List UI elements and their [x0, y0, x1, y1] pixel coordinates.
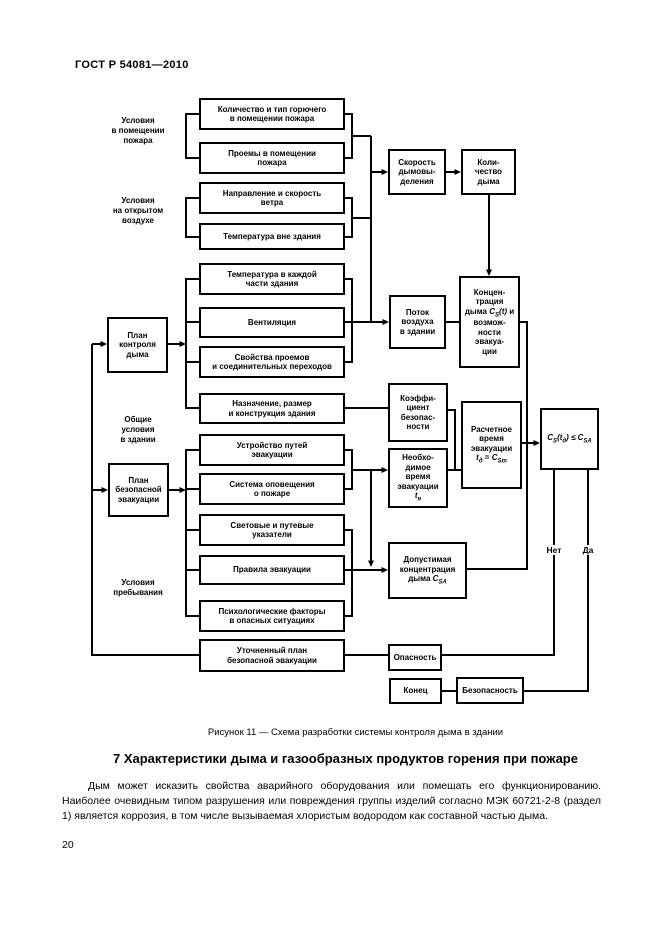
box-escape-routes: Устройство путей эвакуации	[199, 434, 345, 466]
box-smoke-concentration: Концен- трация дыма CS(t) и возмож- ност…	[459, 276, 520, 368]
box-refined-plan: Уточненный план безопасной эвакуации	[199, 639, 345, 672]
figure-caption: Рисунок 11 — Схема разработки системы ко…	[207, 727, 504, 738]
box-openings: Проемы в помещении пожара	[199, 142, 345, 174]
box-passage-props: Свойства проемов и соединительных перехо…	[199, 346, 345, 378]
required-time-label: Необхо- димое время эвакуации tн	[397, 453, 438, 503]
box-evacuation-rules: Правила эвакуации	[199, 555, 345, 585]
formula-var: C	[432, 574, 439, 584]
box-safety-factor: Коэффи- циент безопас- ности	[388, 383, 448, 442]
box-end: Конец	[389, 678, 442, 704]
box-signs: Световые и путевые указатели	[199, 514, 345, 546]
calculated-time-label: Расчетное время эвакуации tд = CSm	[471, 425, 512, 465]
formula-text: Расчетное время эвакуации	[470, 424, 513, 453]
branch-label-no: Нет	[537, 545, 571, 555]
formula-text: Допустимая концентрация дыма	[399, 555, 456, 584]
formula-sub: S	[553, 438, 558, 445]
formula-sub: SA	[583, 438, 592, 445]
box-smoke-rate: Скорость дымовы- деления	[388, 149, 446, 195]
box-alarm-system: Система оповещения о пожаре	[199, 473, 345, 505]
formula-var: t	[476, 453, 479, 463]
formula-var: C	[577, 433, 584, 443]
formula-sub: S	[495, 312, 500, 319]
formula-var: ) ≤	[566, 433, 578, 443]
box-required-evacuation-time: Необхо- димое время эвакуации tн	[388, 448, 448, 508]
page-number: 20	[62, 839, 74, 851]
box-building-design: Назначение, размер и конструкция здания	[199, 393, 345, 424]
decision-formula: CS(tд) ≤ CSA	[547, 433, 591, 445]
formula-sub: SA	[438, 579, 447, 586]
box-decision-condition: CS(tд) ≤ CSA	[540, 408, 599, 470]
formula-var: t	[414, 491, 418, 501]
formula-sub: д	[478, 459, 483, 466]
label-building-conditions: Общие условия в здании	[120, 415, 156, 444]
box-calculated-evacuation-time: Расчетное время эвакуации tд = CSm	[461, 401, 522, 489]
box-danger: Опасность	[388, 644, 442, 671]
box-smoke-amount: Коли- чество дыма	[461, 149, 516, 195]
box-safe-evacuation-plan: План безопасной эвакуации	[108, 463, 169, 517]
box-smoke-control-plan: План контроля дыма	[107, 317, 168, 373]
section-heading: 7 Характеристики дыма и газообразных про…	[113, 751, 578, 766]
formula-var: (t)	[499, 306, 508, 316]
formula-text: Необхо- димое время эвакуации	[397, 453, 439, 491]
formula-text: и возмож- ности эвакуа- ции	[473, 306, 515, 356]
label-room-conditions: Условия в помещении пожара	[111, 116, 165, 145]
box-air-flow: Поток воздуха в здании	[389, 295, 446, 349]
box-ventilation: Вентиляция	[199, 307, 345, 338]
formula-var: C	[489, 306, 496, 316]
formula-var: (t	[557, 433, 563, 443]
formula-sub: Sm	[497, 459, 507, 466]
smoke-concentration-label: Концен- трация дыма CS(t) и возмож- ност…	[465, 288, 514, 357]
box-allowed-concentration: Допустимая концентрация дыма CSA	[388, 542, 467, 599]
formula-var: C	[491, 453, 498, 463]
box-psych-factors: Психологические факторы в опасных ситуац…	[199, 600, 345, 632]
body-paragraph: Дым может исказить свойства аварийного о…	[62, 780, 601, 822]
flowchart-connectors	[91, 113, 589, 692]
standard-number-header: ГОСТ Р 54081—2010	[75, 59, 189, 71]
box-outside-temp: Температура вне здания	[199, 223, 345, 250]
formula-text: Концен- трация дыма	[464, 287, 506, 316]
formula-sub: д	[562, 438, 567, 445]
branch-label-yes: Да	[571, 545, 605, 555]
allowed-concentration-label: Допустимая концентрация дыма CSA	[400, 555, 456, 586]
formula-text: =	[482, 453, 492, 463]
label-occupancy-conditions: Условия пребывания	[113, 578, 163, 597]
box-wind: Направление и скорость ветра	[199, 182, 345, 214]
box-fuel: Количество и тип горючего в помещении по…	[199, 98, 345, 130]
box-part-temp: Температура в каждой части здания	[199, 263, 345, 295]
formula-var: C	[547, 433, 554, 443]
box-safety: Безопасность	[456, 677, 524, 704]
formula-sub: н	[417, 496, 422, 503]
label-outdoor-conditions: Условия на открытом воздухе	[112, 196, 164, 225]
